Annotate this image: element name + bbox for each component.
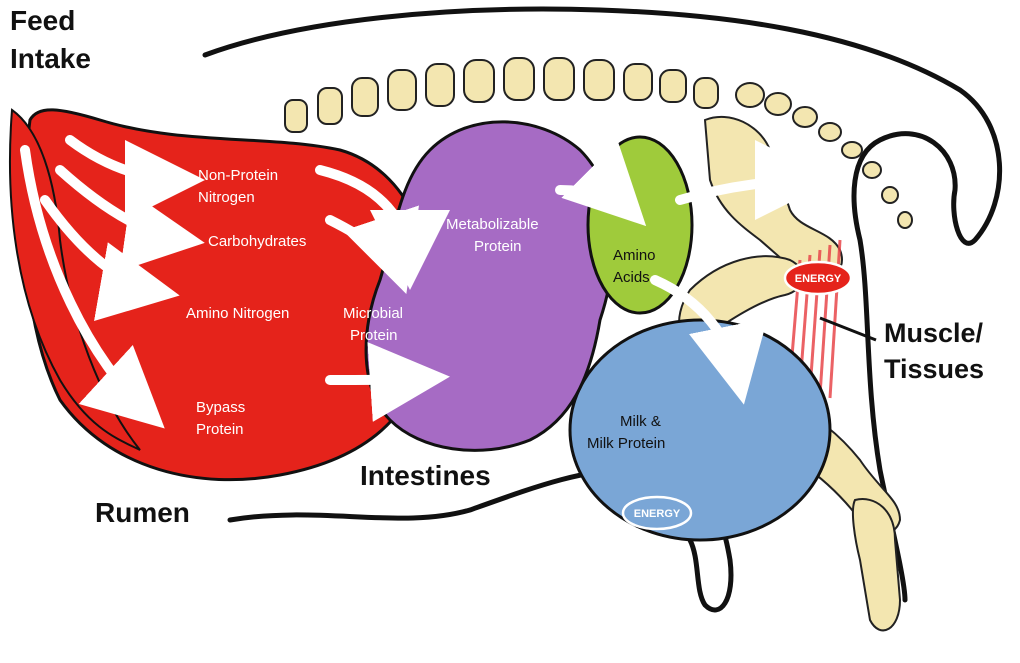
energy-text-muscle: ENERGY [795,273,842,285]
energy-text-milk: ENERGY [634,508,681,520]
feed-intake-label-line2: Intake [10,43,91,74]
non-protein-nitrogen-line1: Non-Protein [198,167,278,184]
metabolizable-protein-line1: Metabolizable [446,216,539,233]
microbial-protein-line1: Microbial [343,305,403,322]
bypass-protein-line1: Bypass [196,399,245,416]
carbohydrates-label: Carbohydrates [208,233,306,250]
muscle-label-line1: Muscle/ [884,318,984,348]
milk-label-line2: Milk Protein [587,435,665,452]
bypass-protein-line2: Protein [196,421,244,438]
non-protein-nitrogen-line2: Nitrogen [198,189,255,206]
microbial-protein-line2: Protein [350,327,398,344]
amino-acids-line1: Amino [613,247,656,264]
intestines-label: Intestines [360,460,491,491]
metabolizable-protein-line2: Protein [474,238,522,255]
feed-intake-label-line1: Feed [10,5,75,36]
milk-udder [570,320,830,540]
amino-acids-line2: Acids [613,269,650,286]
muscle-label-line2: Tissues [884,354,984,384]
milk-label-line1: Milk & [620,413,661,430]
amino-nitrogen-label: Amino Nitrogen [186,305,289,322]
rumen-label: Rumen [95,497,190,528]
